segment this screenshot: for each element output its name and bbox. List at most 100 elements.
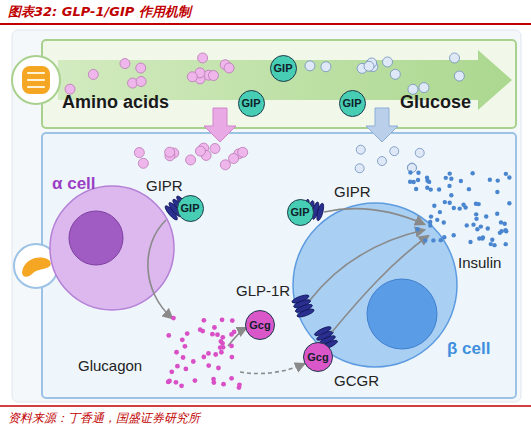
- pancreas-panel: [42, 133, 516, 398]
- molecule-dot: [390, 69, 400, 79]
- molecule-dot: [416, 178, 420, 182]
- molecule-dot: [181, 355, 186, 360]
- molecule-dot: [486, 226, 490, 230]
- molecule-dot: [229, 343, 234, 348]
- molecule-dot: [186, 155, 196, 165]
- molecule-dot: [408, 180, 412, 184]
- molecule-dot: [503, 228, 507, 232]
- molecule-dot: [408, 170, 412, 174]
- molecule-dot: [454, 71, 464, 81]
- molecule-dot: [183, 367, 188, 372]
- molecule-dot: [492, 243, 496, 247]
- molecule-dot: [183, 344, 188, 349]
- molecule-dot: [461, 203, 465, 207]
- molecule-dot: [416, 171, 420, 175]
- molecule-dot: [232, 330, 237, 335]
- molecule-dot: [215, 332, 220, 337]
- molecule-dot: [447, 184, 451, 188]
- molecule-dot: [428, 220, 432, 224]
- molecule-dot: [415, 227, 419, 231]
- molecule-dot: [459, 179, 463, 183]
- molecule-dot: [495, 211, 499, 215]
- molecule-dot: [407, 163, 416, 172]
- molecule-dot: [210, 144, 220, 154]
- molecule-dot: [166, 333, 171, 338]
- molecule-dot: [171, 316, 176, 321]
- molecule-dot: [431, 238, 435, 242]
- molecule-dot: [174, 350, 179, 355]
- signal-arrow: [332, 236, 428, 332]
- molecule-dot: [496, 178, 500, 182]
- molecule-dot: [479, 224, 483, 228]
- hormone-circle: GIP: [287, 199, 314, 226]
- molecule-dot: [490, 238, 494, 242]
- molecule-dot: [88, 69, 98, 79]
- molecule-dot: [206, 363, 211, 368]
- molecule-dot: [201, 355, 206, 360]
- molecule-dot: [211, 377, 216, 382]
- receptor-name: GLP-1R: [236, 282, 290, 299]
- molecule-dot: [442, 235, 446, 239]
- molecule-dot: [465, 223, 469, 227]
- molecule-dot: [488, 178, 492, 182]
- molecule-dot: [475, 227, 479, 231]
- molecule-dot: [201, 318, 206, 323]
- molecule-dot: [198, 53, 208, 63]
- source-caption: 资料来源：丁香通，国盛证券研究所: [8, 410, 200, 427]
- molecule-dot: [175, 364, 180, 369]
- molecule-dot: [429, 214, 433, 218]
- molecule-dot: [167, 379, 172, 384]
- molecule-dot: [229, 376, 234, 381]
- molecule-dot: [185, 331, 190, 336]
- molecule-dot: [425, 185, 429, 189]
- hormone-circle: GIP: [177, 195, 204, 222]
- molecule-dot: [507, 175, 511, 179]
- node-label: Amino acids: [62, 92, 169, 113]
- molecule-dot: [437, 187, 441, 191]
- molecule-dot: [212, 325, 217, 330]
- molecule-dot: [220, 160, 230, 170]
- molecule-dot: [390, 147, 399, 156]
- receptor-name: GCGR: [334, 372, 379, 389]
- molecule-dot: [452, 206, 456, 210]
- molecule-dot: [198, 327, 203, 332]
- molecule-dot: [230, 318, 235, 323]
- molecule-dot: [447, 201, 451, 205]
- molecule-dot: [476, 202, 480, 206]
- molecule-dot: [221, 382, 226, 387]
- molecule-dot: [208, 71, 218, 81]
- signal-arrow: [148, 220, 172, 318]
- molecule-dot: [503, 222, 507, 226]
- molecule-dot: [495, 190, 499, 194]
- molecule-dot: [179, 383, 184, 388]
- rule: [0, 23, 531, 25]
- hormone-circle: GIP: [270, 55, 297, 82]
- ground: [12, 30, 521, 402]
- molecule-dot: [470, 171, 474, 175]
- figure-title: 图表32: GLP-1/GIP 作用机制: [8, 3, 191, 21]
- molecule-dot: [498, 231, 502, 235]
- molecule-dot: [414, 187, 418, 191]
- molecule-dot: [213, 352, 218, 357]
- molecule-dot: [415, 148, 424, 157]
- molecule-dot: [449, 177, 453, 181]
- molecule-dot: [219, 350, 224, 355]
- hormone-circle: Gcg: [303, 342, 333, 372]
- hormone-circle: GIP: [339, 90, 366, 117]
- molecule-dot: [220, 317, 225, 322]
- down-arrow: [204, 108, 236, 142]
- molecule-dot: [180, 337, 185, 342]
- molecule-dot: [138, 158, 148, 168]
- molecule-dot: [442, 220, 446, 224]
- molecule-dot: [355, 164, 364, 173]
- hormone-name: GIP: [181, 202, 200, 214]
- hormone-name: GIP: [291, 206, 310, 218]
- molecule-dot: [321, 62, 331, 72]
- molecule-dot: [174, 380, 179, 385]
- hormone-circle: GIP: [238, 90, 265, 117]
- molecule-dot: [165, 147, 175, 157]
- molecule-dot: [425, 178, 429, 182]
- molecule-dot: [474, 212, 478, 216]
- molecule-dot: [383, 57, 393, 67]
- molecule-dot: [451, 233, 455, 237]
